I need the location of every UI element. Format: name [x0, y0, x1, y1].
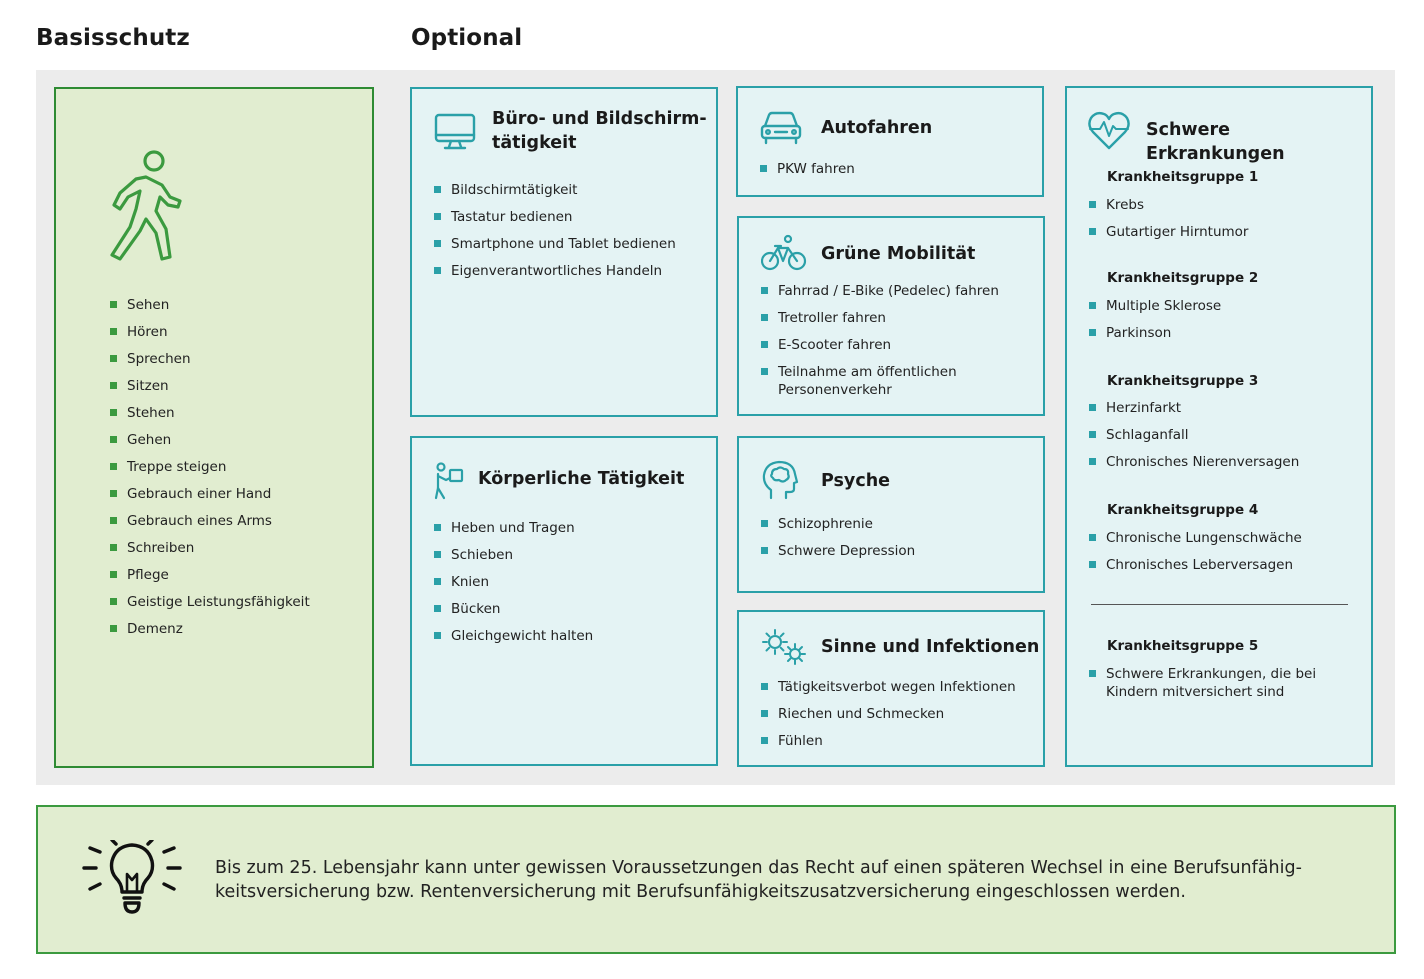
g5-item-line2: Kindern mitversichert sind: [1106, 684, 1285, 700]
list-item: Teilnahme am öffentlichen Personenverkeh…: [761, 363, 957, 399]
list-item: Multiple Sklerose: [1089, 297, 1221, 324]
krankheitsgruppe-1-heading: Krankheitsgruppe 1: [1107, 169, 1259, 185]
list-item: Fühlen: [761, 732, 1016, 759]
list-item: Treppe steigen: [110, 458, 310, 485]
list-item: Schwere Erkrankungen, die bei Kindern mi…: [1089, 665, 1316, 701]
krankheitsgruppe-4-heading: Krankheitsgruppe 4: [1107, 502, 1259, 518]
list-item: Sprechen: [110, 350, 310, 377]
list-item: Bildschirmtätigkeit: [434, 181, 676, 208]
monitor-icon: [434, 113, 476, 150]
tip-line2: keitsversicherung bzw. Rentenversicherun…: [215, 882, 1186, 902]
list-item: Schizophrenie: [761, 515, 915, 542]
list-item: Demenz: [110, 620, 310, 647]
list-item: Herzinfarkt: [1089, 399, 1299, 426]
koerper-title: Körperliche Tätigkeit: [478, 469, 685, 489]
list-item: Schieben: [434, 546, 593, 573]
gruen-box: Grüne Mobilität Fahrrad / E-Bike (Pedele…: [737, 216, 1045, 416]
tip-box: Bis zum 25. Lebensjahr kann unter gewiss…: [36, 805, 1396, 954]
krankheitsgruppe-5-list: Schwere Erkrankungen, die bei Kindern mi…: [1089, 665, 1316, 701]
buero-title-line1: Büro- und Bildschirm-: [492, 109, 707, 129]
auto-box: Autofahren PKW fahren: [736, 86, 1044, 197]
heart-pulse-icon: [1088, 111, 1130, 150]
list-item: Schlaganfall: [1089, 426, 1299, 453]
list-item: Hören: [110, 323, 310, 350]
virus-cells-icon: [762, 629, 806, 665]
list-item: Gebrauch einer Hand: [110, 485, 310, 512]
list-item: Parkinson: [1089, 324, 1221, 351]
gruen-item4-line1: Teilnahme am öffentlichen: [778, 364, 957, 380]
lightbulb-icon: [82, 840, 182, 914]
sinne-box: Sinne und Infektionen Tätigkeitsverbot w…: [737, 610, 1045, 767]
list-item: Chronische Lungenschwäche: [1089, 529, 1302, 556]
schwer-title: Schwere Erkrankungen: [1146, 120, 1285, 164]
gruen-item4-line2: Personenverkehr: [778, 382, 892, 398]
list-item: Tätigkeitsverbot wegen Infektionen: [761, 678, 1016, 705]
list-item: Sitzen: [110, 377, 310, 404]
auto-title: Autofahren: [821, 118, 933, 138]
sinne-title: Sinne und Infektionen: [821, 637, 1040, 657]
list-item: Bücken: [434, 600, 593, 627]
list-item: Knien: [434, 573, 593, 600]
list-item: Stehen: [110, 404, 310, 431]
gruen-title: Grüne Mobilität: [821, 244, 976, 264]
krankheitsgruppe-5-heading: Krankheitsgruppe 5: [1107, 638, 1259, 654]
list-item: Sehen: [110, 296, 310, 323]
list-item: Riechen und Schmecken: [761, 705, 1016, 732]
krankheitsgruppe-2-heading: Krankheitsgruppe 2: [1107, 270, 1259, 286]
schwer-box: Schwere Erkrankungen Krankheitsgruppe 1 …: [1065, 86, 1373, 767]
list-item: Gleichgewicht halten: [434, 627, 593, 654]
gruen-list-extra: Teilnahme am öffentlichen Personenverkeh…: [761, 363, 957, 399]
g5-item-line1: Schwere Erkrankungen, die bei: [1106, 666, 1317, 682]
list-item: Tretroller fahren: [761, 309, 999, 336]
list-item: PKW fahren: [760, 160, 855, 187]
list-item: Krebs: [1089, 196, 1248, 223]
list-item: Schwere Depression: [761, 542, 915, 569]
psyche-title: Psyche: [821, 471, 891, 491]
list-item: Geistige Leistungsfähigkeit: [110, 593, 310, 620]
heading-optional: Optional: [411, 25, 523, 51]
heading-basisschutz: Basisschutz: [36, 25, 190, 51]
buero-title-line2: tätigkeit: [492, 133, 577, 153]
buero-title: Büro- und Bildschirm- tätigkeit: [492, 107, 707, 155]
tip-line1: Bis zum 25. Lebensjahr kann unter gewiss…: [215, 858, 1302, 878]
list-item: Chronisches Nierenversagen: [1089, 453, 1299, 480]
list-item: Gutartiger Hirntumor: [1089, 223, 1248, 250]
list-item: Pflege: [110, 566, 310, 593]
bicycle-icon: [761, 234, 807, 271]
list-item: Gebrauch eines Arms: [110, 512, 310, 539]
buero-box: Büro- und Bildschirm- tätigkeit Bildschi…: [410, 87, 718, 417]
car-icon: [760, 111, 802, 145]
list-item: Tastatur bedienen: [434, 208, 676, 235]
list-item: E-Scooter fahren: [761, 336, 999, 363]
list-item: Smartphone und Tablet bedienen: [434, 235, 676, 262]
head-brain-icon: [762, 460, 799, 500]
krankheitsgruppe-3-heading: Krankheitsgruppe 3: [1107, 373, 1259, 389]
walking-person-icon: [110, 150, 182, 261]
tip-text: Bis zum 25. Lebensjahr kann unter gewiss…: [215, 856, 1345, 904]
list-item: Gehen: [110, 431, 310, 458]
list-item: Chronisches Leberversagen: [1089, 556, 1302, 583]
list-item: Fahrrad / E-Bike (Pedelec) fahren: [761, 282, 999, 309]
list-item: Heben und Tragen: [434, 519, 593, 546]
auto-list: PKW fahren: [760, 160, 855, 187]
list-item: Eigenverantwortliches Handeln: [434, 262, 676, 289]
group-divider: [1091, 604, 1348, 605]
person-lifting-box-icon: [434, 462, 464, 500]
list-item: Schreiben: [110, 539, 310, 566]
